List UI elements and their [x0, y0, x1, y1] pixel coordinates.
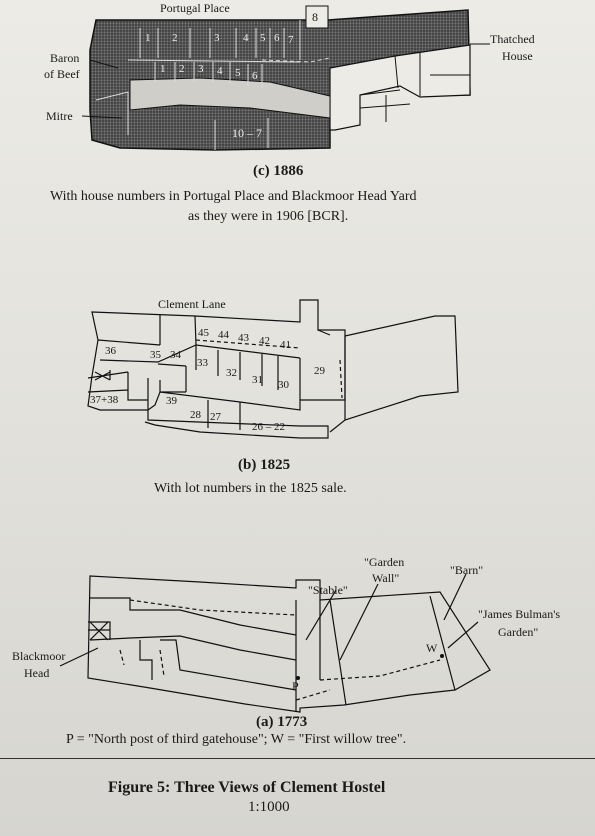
plan-1886-lot-8-box	[305, 5, 329, 29]
lot-number: 31	[252, 374, 263, 386]
clement-lane-label: Clement Lane	[158, 297, 226, 311]
plan-1773-p-point	[296, 676, 300, 680]
lot-number: 36	[105, 345, 116, 357]
plan-1825-caption: With lot numbers in the 1825 sale.	[154, 481, 347, 496]
lot-number: 42	[259, 335, 270, 347]
head-label: Head	[24, 666, 50, 680]
plan-1773-year: (a) 1773	[256, 714, 308, 730]
lot-number: 39	[166, 395, 177, 407]
yard-number: 3	[198, 63, 204, 75]
plan-1773-garden-wall-arrow	[339, 583, 379, 661]
house-label: House	[502, 49, 533, 63]
mitre-label: Mitre	[46, 109, 73, 123]
thatched-label: Thatched	[490, 32, 535, 46]
yard-number: 5	[235, 67, 241, 79]
plan-1886-divisions	[95, 20, 301, 150]
garden-lower-label: Garden"	[498, 625, 539, 639]
barn-label: "Barn"	[450, 563, 484, 577]
figure-title: Figure 5: Three Views of Clement Hostel	[108, 779, 386, 796]
plan-1886-caption-line2: as they were in 1906 [BCR].	[188, 209, 349, 224]
yard-number: 1	[160, 63, 166, 75]
house-number: 4	[243, 32, 249, 44]
house-number: 5	[260, 32, 266, 44]
house-number: 7	[288, 34, 294, 46]
wall-label: Wall"	[372, 571, 400, 585]
plan-1886-yard	[129, 77, 331, 119]
lot-number: 34	[170, 349, 181, 361]
lot-number: 35	[150, 349, 161, 361]
plan-1773-stable-arrow	[305, 589, 337, 641]
house-number: 6	[274, 32, 280, 44]
plan-1825-year: (b) 1825	[238, 457, 291, 473]
lot-number: 33	[197, 357, 208, 369]
lot-number: 37+38	[90, 394, 119, 406]
lot-number: 43	[238, 332, 249, 344]
lot-number: 26 – 22	[252, 421, 285, 433]
figure-divider	[0, 758, 595, 759]
plan-1773-bulman-arrow	[447, 621, 479, 649]
yard-number: 4	[217, 65, 223, 77]
yard-number: 2	[179, 63, 185, 75]
portugal-place-label: Portugal Place	[160, 1, 230, 15]
lot-8-label: 8	[312, 10, 318, 24]
figure-scale: 1:1000	[248, 799, 290, 815]
plan-1773-blackmoor-arrow	[59, 647, 99, 667]
blackmoor-label: Blackmoor	[12, 649, 66, 663]
plan-1773-inner-lines	[88, 595, 456, 712]
plan-1773-caption: P = "North post of third gatehouse"; W =…	[66, 732, 407, 747]
stable-label: "Stable"	[308, 583, 348, 597]
baron-label: Baron	[50, 51, 80, 65]
plan-1886-caption-line1: With house numbers in Portugal Place and…	[50, 189, 417, 204]
plan-1886-white-buildings	[329, 44, 471, 131]
plan-1886-mitre-arrow	[81, 115, 123, 119]
plan-1886-dashed-line	[261, 57, 331, 63]
lot-number: 41	[280, 339, 291, 351]
house-number: 2	[172, 32, 178, 44]
w-marker-label: W	[426, 641, 438, 655]
house-number: 1	[145, 32, 151, 44]
plan-1886-baron-arrow	[89, 59, 119, 69]
plan-1773-barn-arrow	[443, 573, 467, 621]
garden-label: "Garden	[364, 555, 405, 569]
james-bulman-label: "James Bulman's	[478, 607, 561, 621]
plan-1886-building-lines	[359, 53, 470, 122]
plan-1825-dashed-line	[195, 339, 343, 399]
lot-number: 27	[210, 411, 221, 423]
p-marker-label: P	[292, 679, 299, 693]
plan-1825-inner-lines	[87, 315, 346, 430]
of-beef-label: of Beef	[44, 67, 80, 81]
plan-1886-year: (c) 1886	[253, 163, 304, 179]
house-number: 3	[214, 32, 220, 44]
plan-1825-outline	[87, 299, 346, 411]
lot-number: 29	[314, 365, 325, 377]
plan-1773-dashed-lines	[119, 599, 441, 701]
lot-number: 44	[218, 329, 229, 341]
plan-1773-w-point	[440, 654, 444, 658]
yard-number: 6	[252, 70, 258, 82]
house-range-label: 10 – 7	[232, 126, 262, 140]
lot-number: 32	[226, 367, 237, 379]
lot-number: 30	[278, 379, 289, 391]
plan-1825-lower-strip	[144, 410, 329, 439]
lot-number: 45	[198, 327, 209, 339]
lot-number: 28	[190, 409, 201, 421]
